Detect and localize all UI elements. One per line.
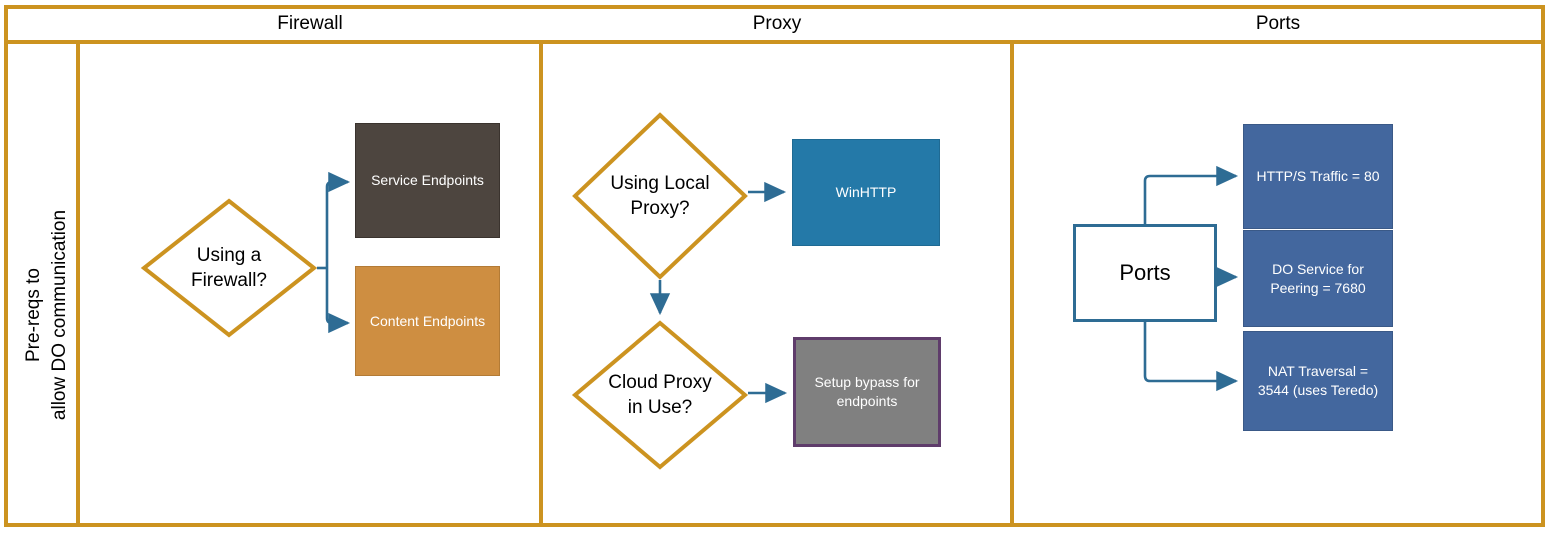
node-port-http-line-1: HTTP/S Traffic = 80	[1256, 168, 1380, 184]
node-port-do-service[interactable]: DO Service for Peering = 7680	[1243, 230, 1393, 327]
node-port-nat-traversal[interactable]: NAT Traversal = 3544 (uses Teredo)	[1243, 331, 1393, 431]
diamond-shape	[571, 320, 749, 470]
diamond-shape	[140, 198, 318, 338]
node-setup-bypass-line-1: Setup bypass for	[814, 374, 920, 390]
sidebar-vertical-label: Pre-reqs to allow DO communication	[21, 80, 73, 527]
node-service-endpoints[interactable]: Service Endpoints	[355, 123, 500, 238]
node-setup-bypass[interactable]: Setup bypass for endpoints	[793, 337, 941, 447]
node-setup-bypass-line-2: endpoints	[836, 393, 898, 409]
decision-using-local-proxy[interactable]: Using Local Proxy?	[572, 112, 748, 280]
node-content-endpoints-label: Content Endpoints	[369, 312, 486, 329]
node-winhttp[interactable]: WinHTTP	[792, 139, 940, 246]
column-header-ports: Ports	[1255, 13, 1301, 34]
node-port-do-service-line-2: Peering = 7680	[1270, 279, 1366, 296]
column-header-proxy: Proxy	[752, 13, 802, 34]
sidebar-label-container: Pre-reqs to allow DO communication	[8, 44, 76, 527]
node-content-endpoints[interactable]: Content Endpoints	[355, 266, 500, 376]
column-divider-firewall-proxy	[539, 44, 543, 527]
node-service-endpoints-label: Service Endpoints	[371, 172, 484, 188]
node-port-http[interactable]: HTTP/S Traffic = 80	[1243, 124, 1393, 229]
decision-using-a-firewall[interactable]: Using a Firewall?	[140, 198, 318, 338]
node-port-nat-traversal-line-1: NAT Traversal =	[1267, 363, 1369, 379]
decision-cloud-proxy-in-use[interactable]: Cloud Proxy in Use?	[571, 320, 749, 470]
sidebar-divider	[76, 44, 80, 527]
column-header-firewall: Firewall	[277, 13, 343, 34]
node-ports-hub[interactable]: Ports	[1073, 224, 1217, 322]
node-ports-hub-label: Ports	[1119, 260, 1171, 285]
node-port-nat-traversal-line-2: 3544 (uses Teredo)	[1257, 382, 1379, 398]
diagram-frame	[4, 5, 1545, 527]
diamond-shape	[572, 112, 748, 280]
column-divider-proxy-ports	[1010, 44, 1014, 527]
header-divider	[4, 40, 1545, 44]
sidebar-label-line-2: allow DO communication	[49, 209, 70, 421]
node-winhttp-label: WinHTTP	[835, 184, 897, 200]
node-port-do-service-line-1: DO Service for	[1272, 260, 1364, 277]
sidebar-label-line-1: Pre-reqs to	[23, 268, 44, 362]
